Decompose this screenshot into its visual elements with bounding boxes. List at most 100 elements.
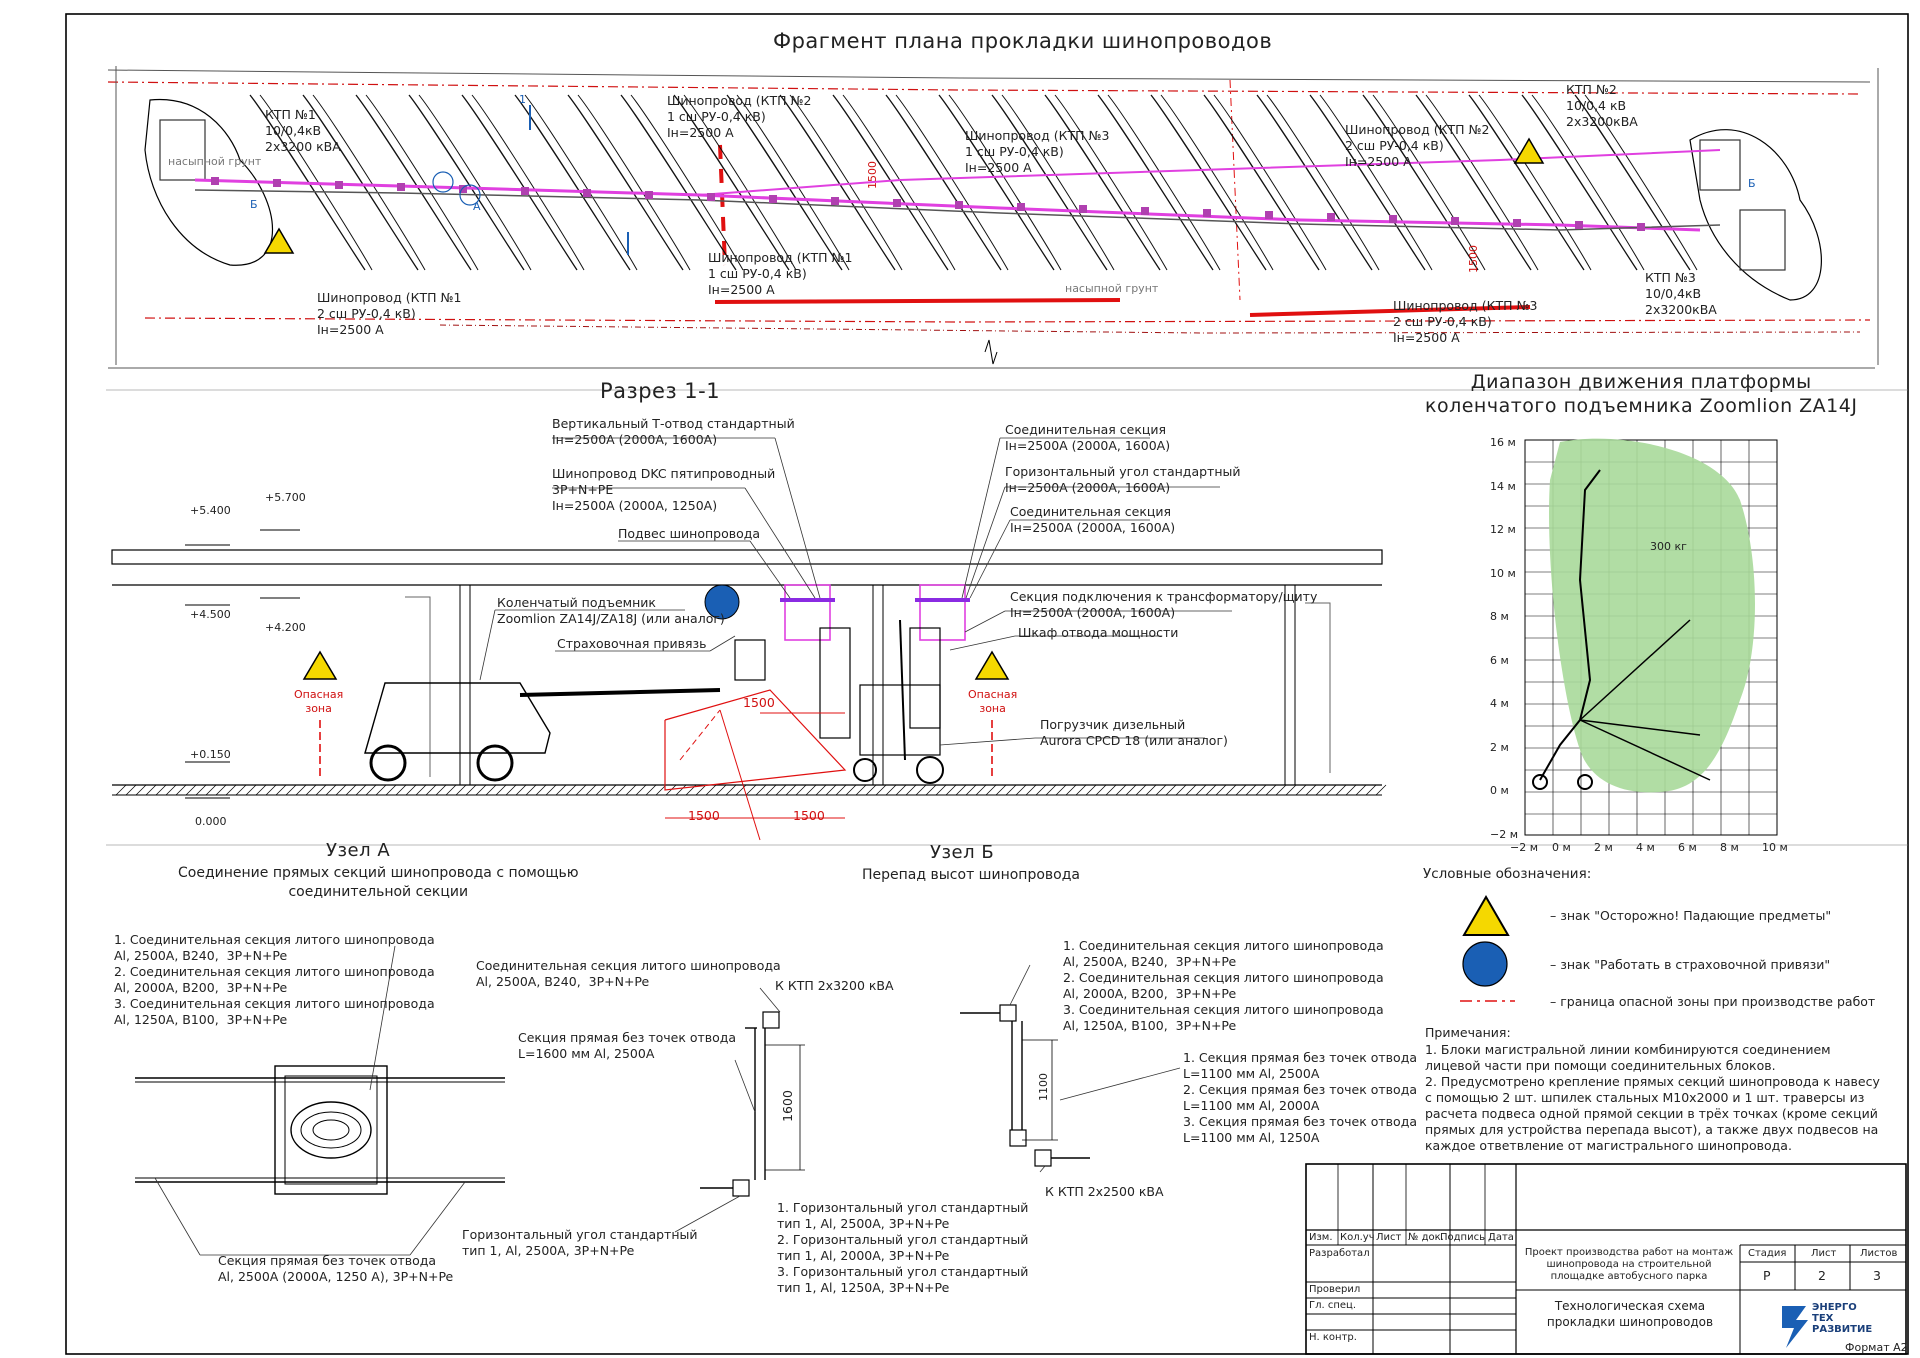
node-b-straight-label: Секция прямая без точек отвода L=1600 мм… xyxy=(518,1030,737,1061)
hatch-line xyxy=(615,784,627,796)
hatch-line xyxy=(725,784,737,796)
hatch-line xyxy=(1055,784,1067,796)
to-ktp-2500-label: К КТП 2х2500 кВА xyxy=(1045,1184,1164,1199)
hatch-line xyxy=(395,784,407,796)
logo-text: ТЕХ xyxy=(1812,1313,1834,1324)
stamp-stadiya-header: Стадия xyxy=(1748,1248,1787,1259)
hatch-line xyxy=(1335,784,1347,796)
pile-row xyxy=(1574,94,1691,271)
busbar-joint xyxy=(955,201,963,209)
hatch-line xyxy=(1215,784,1227,796)
busbar-joint xyxy=(1451,217,1459,225)
hatch-line xyxy=(385,784,397,796)
busbar-joint xyxy=(1327,213,1335,221)
note-1: 1. Блоки магистральной линии комбинируют… xyxy=(1425,1042,1831,1073)
hatch-line xyxy=(585,784,597,796)
y-tick-label: 8 м xyxy=(1490,610,1509,623)
section-mark: 1 xyxy=(519,93,526,106)
busbar-joint xyxy=(831,197,839,205)
level-mark: 0.000 xyxy=(195,815,227,828)
hatch-line xyxy=(415,784,427,796)
hatch-line xyxy=(645,784,657,796)
busbar-ktp2-2-label: Шинопровод (КТП №2 2 сш РУ-0,4 кВ) Iн=25… xyxy=(1345,122,1490,169)
hatch-line xyxy=(165,784,177,796)
x-tick-label: 10 м xyxy=(1762,841,1788,854)
hatch-line xyxy=(375,784,387,796)
pile-row xyxy=(1256,94,1373,271)
hatch-line xyxy=(665,784,677,796)
hatch-line xyxy=(675,784,687,796)
hatch-line xyxy=(1345,784,1357,796)
hatch-line xyxy=(335,784,347,796)
hatch-line xyxy=(1185,784,1197,796)
busbar-joint xyxy=(769,195,777,203)
hatch-line xyxy=(245,784,257,796)
level-mark: +4.500 xyxy=(190,608,231,621)
pile-row xyxy=(471,94,585,271)
plan-title: Фрагмент плана прокладки шинопроводов xyxy=(773,29,1273,53)
hatch-line xyxy=(895,784,907,796)
plan-dimension: 1500 xyxy=(866,161,879,189)
hatch-line xyxy=(575,784,587,796)
stamp-n-kontr: Н. контр. xyxy=(1309,1332,1357,1343)
node-a-subtitle: Соединение прямых секций шинопровода с п… xyxy=(178,865,579,900)
legend-safety-harness: – знак "Работать в страховочной привязи" xyxy=(1550,957,1831,972)
hatch-line xyxy=(795,784,807,796)
hatch-line xyxy=(205,784,217,796)
pile-row xyxy=(1001,94,1115,271)
hatch-line xyxy=(1095,784,1107,796)
node-a-title: Узел А xyxy=(326,840,391,861)
section-title: Разрез 1-1 xyxy=(600,379,721,403)
x-tick-label: 2 м xyxy=(1594,841,1613,854)
section-dimension: 1500 xyxy=(793,808,825,823)
logo-text: ЭНЕРГО xyxy=(1812,1302,1857,1313)
hatch-line xyxy=(945,784,957,796)
busbar-joint xyxy=(335,181,343,189)
connection-section-label: Соединительная секция Iн=2500А (2000А, 1… xyxy=(1010,504,1176,535)
pile-row xyxy=(1309,94,1426,271)
pile-row xyxy=(1362,94,1479,271)
hatch-line xyxy=(535,784,547,796)
power-cabinet-label: Шкаф отвода мощности xyxy=(1018,625,1179,640)
hatch-line xyxy=(745,784,757,796)
notes-title: Примечания: xyxy=(1425,1025,1511,1040)
hatch-line xyxy=(315,784,327,796)
stamp-kol: Кол.уч xyxy=(1340,1232,1375,1243)
node-b-connection-list: 1. Соединительная секция литого шинопров… xyxy=(1063,938,1384,1033)
hatch-line xyxy=(935,784,947,796)
pile-row xyxy=(365,94,479,271)
sheet-format: Формат А2 xyxy=(1845,1341,1908,1354)
hatch-line xyxy=(465,784,477,796)
pile-row xyxy=(1415,94,1532,271)
node-a-mark: А xyxy=(473,200,481,213)
level-mark: +5.700 xyxy=(265,491,306,504)
hatch-line xyxy=(255,784,267,796)
hatch-line xyxy=(985,784,997,796)
section-dimension: 1500 xyxy=(743,695,775,710)
busbar-joint xyxy=(707,193,715,201)
pile-row xyxy=(726,94,843,271)
node-b-dimension: 1100 xyxy=(1037,1073,1050,1101)
hatch-line xyxy=(285,784,297,796)
hatch-line xyxy=(1105,784,1117,796)
hatch-line xyxy=(635,784,647,796)
t-branch-label: Вертикальный Т-отвод стандартный Iн=2500… xyxy=(552,416,795,447)
node-b-corner-list: 1. Горизонтальный угол стандартный тип 1… xyxy=(777,1200,1029,1295)
hatch-line xyxy=(265,784,277,796)
section-dimension: 1500 xyxy=(688,808,720,823)
hatch-line xyxy=(595,784,607,796)
hatch-line xyxy=(625,784,637,796)
hatch-line xyxy=(1265,784,1277,796)
load-label: 300 кг xyxy=(1650,540,1687,553)
hatch-line xyxy=(565,784,577,796)
x-tick-label: 6 м xyxy=(1678,841,1697,854)
hatch-line xyxy=(1325,784,1337,796)
hatch-line xyxy=(555,784,567,796)
hatch-line xyxy=(235,784,247,796)
stamp-ndok: № док. xyxy=(1408,1232,1444,1243)
hatch-line xyxy=(765,784,777,796)
pile-row xyxy=(1319,94,1433,271)
range-chart xyxy=(1524,438,1778,836)
